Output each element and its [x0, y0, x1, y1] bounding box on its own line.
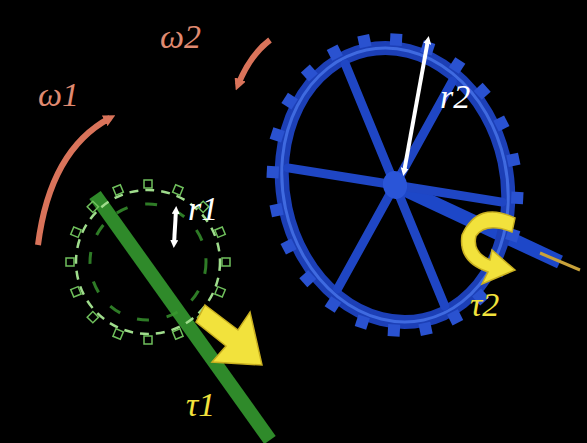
torque-label: τ1	[186, 388, 215, 422]
angular-velocity-label: ω2	[160, 20, 201, 54]
radius-label: r2	[440, 80, 470, 114]
shaft-end	[540, 253, 580, 270]
radius-label: r1	[188, 192, 218, 226]
green-shaft	[95, 195, 270, 440]
rotation-arrow	[238, 40, 270, 85]
radius-arrow	[404, 40, 428, 172]
torque-arrow	[462, 212, 515, 284]
rotation-arrow	[38, 118, 110, 245]
torque-arrow	[196, 305, 262, 365]
angular-velocity-label: ω1	[38, 78, 79, 112]
large-gear	[239, 9, 551, 361]
torque-label: τ2	[470, 288, 499, 322]
radius-arrow	[174, 210, 176, 244]
